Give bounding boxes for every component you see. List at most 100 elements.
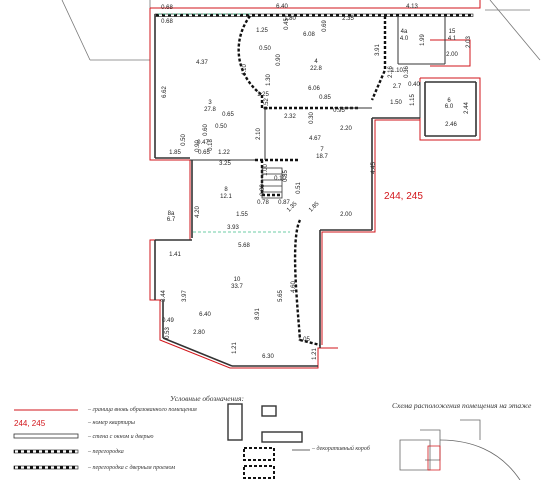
legend-label-partition: – перегородка <box>88 449 124 455</box>
dimension-label: 0.95 <box>333 108 345 114</box>
dimension-label: 2.35 <box>342 16 354 22</box>
dimension-label: 1.85 <box>308 201 321 214</box>
dimension-label: 0.50 <box>259 46 271 52</box>
legend-title: Условные обозначения: <box>170 394 245 403</box>
dimension-label: 5.68 <box>238 243 250 249</box>
dimension-label: 4.1 <box>448 36 457 42</box>
dimension-label: 15 <box>449 29 456 35</box>
dimension-label: 0.69 <box>322 20 328 32</box>
dimension-label: 1.15 <box>410 94 416 106</box>
dimension-label: 22.8 <box>310 66 322 72</box>
dimension-label: 1.85 <box>169 150 181 156</box>
dimension-label: 0.10 <box>274 176 286 182</box>
dimension-label: 6.08 <box>303 32 315 38</box>
legend-label-apartment: – номер квартиры <box>88 420 135 426</box>
dimension-label: 0.65 <box>198 150 210 156</box>
dimension-label: 1.21 <box>232 342 238 354</box>
dimension-label: 1.30 <box>266 74 272 86</box>
dimension-label: 7 <box>320 147 324 153</box>
dimension-label: 10 <box>234 277 241 283</box>
dimension-label: 2.03 <box>466 36 472 48</box>
dimension-label: 3.91 <box>375 44 381 56</box>
dimension-label: 1.41 <box>169 252 181 258</box>
dimension-label: 3.25 <box>219 161 231 167</box>
partitions <box>190 16 446 161</box>
dimension-label: 0.50 <box>215 124 227 130</box>
dimension-label: 0.90 <box>195 140 201 152</box>
dimension-label: 6.0 <box>445 104 454 110</box>
dimension-label: 27.8 <box>204 107 216 113</box>
dimension-label: 0.68 <box>161 5 173 11</box>
dimension-label: 0.78 <box>257 200 269 206</box>
dimension-label: 8a <box>168 211 175 217</box>
dimension-label: 2.44 <box>464 102 470 114</box>
dimension-label: 0.49 <box>162 318 174 324</box>
dimension-label: 0.51 <box>296 182 302 194</box>
walls <box>154 13 477 367</box>
dimension-label: 0.47 <box>197 140 209 146</box>
dimension-label: 4.0 <box>400 36 409 42</box>
dimension-label: 1.21 <box>312 348 318 360</box>
dimension-label: 4.37 <box>196 60 208 66</box>
dimension-label: 2.32 <box>284 114 296 120</box>
dimension-label: 0.85 <box>319 95 331 101</box>
legend-label-boundary: – граница вновь образованного помещения <box>88 407 197 413</box>
dimension-label: 2.00 <box>446 52 458 58</box>
dimension-label: 0.40 <box>408 82 420 88</box>
dimension-label: 0.36 <box>404 66 410 78</box>
dimension-label: 6 <box>447 98 451 104</box>
dimension-label: 4.67 <box>309 136 321 142</box>
dimension-label: 6.40 <box>276 4 288 10</box>
legend-label-wall: – стена с окном и дверью <box>88 434 154 440</box>
floor-scheme-thumbnail <box>399 419 521 480</box>
dimension-label: 1.22 <box>218 150 230 156</box>
dimension-label: 1.25 <box>257 92 269 98</box>
dimension-label: 0.80 <box>260 184 266 196</box>
dimension-label: 4a <box>401 29 408 35</box>
dimension-label: 33.7 <box>231 284 243 290</box>
stair-block <box>261 167 283 199</box>
dimension-label: 2.46 <box>445 122 457 128</box>
dimension-label: 0.60 <box>203 124 209 136</box>
dimension-label: 0.18 <box>208 139 214 151</box>
dimension-label: 3.44 <box>161 290 167 302</box>
dimension-label: 1.99 <box>420 34 426 46</box>
dimension-label: 2.20 <box>340 126 352 132</box>
dimension-label: 6.40 <box>199 312 211 318</box>
dimension-label: 2.10 <box>256 128 262 140</box>
dimension-label: 1.25 <box>256 28 268 34</box>
dimension-label: 3 <box>208 100 212 106</box>
dimension-label: 0.53 <box>165 327 171 339</box>
dimension-label: 4.60 <box>291 281 297 293</box>
dimension-label: 18.7 <box>316 154 328 160</box>
dimension-label: 3.93 <box>227 225 239 231</box>
legend-key-apartment: 244, 245 <box>14 419 46 428</box>
dimension-label: 6.7 <box>167 217 176 223</box>
dimension-label: 2.00 <box>340 212 352 218</box>
dimension-label: 6.06 <box>308 86 320 92</box>
dimension-label: 4.45 <box>371 162 377 174</box>
dimension-label: 0.50 <box>181 134 187 146</box>
dimension-label: 0.68 <box>161 19 173 25</box>
apartment-number-label: 244, 245 <box>384 191 423 202</box>
dimension-label: 8 <box>224 187 228 193</box>
dimension-label: 2.80 <box>193 330 205 336</box>
dimension-label: 0.52 <box>264 98 270 110</box>
dimension-label: 0.65 <box>222 112 234 118</box>
dimension-label: 5.65 <box>278 290 284 302</box>
dimension-label: 3.97 <box>182 290 188 302</box>
dimension-label: 6.62 <box>162 86 168 98</box>
dimension-label: 4.20 <box>195 206 201 218</box>
dimension-label: 4.13 <box>406 4 418 10</box>
dimension-label: 0.30 <box>309 112 315 124</box>
dimension-label: 2.7 <box>393 84 402 90</box>
dimension-label: 4 <box>314 59 318 65</box>
dimension-label: 0.87 <box>278 200 290 206</box>
dimension-label: 6.30 <box>262 354 274 360</box>
dimension-label: 4.10 <box>242 64 248 76</box>
dimension-label: 1.00 <box>263 164 269 176</box>
legend-label-decor: – декоративный короб <box>312 446 370 452</box>
dimension-label: 1.80 <box>284 16 296 22</box>
dimension-label: 1.10 <box>391 68 403 74</box>
